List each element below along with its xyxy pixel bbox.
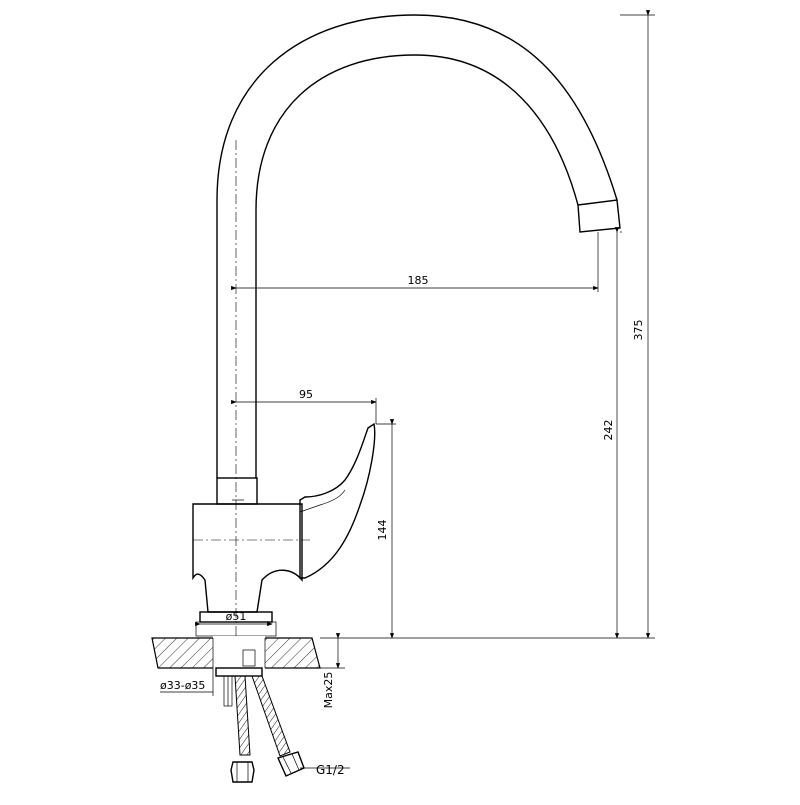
label-handle-reach: 95 (299, 388, 313, 401)
label-hole-diameter: ø33-ø35 (160, 679, 205, 692)
label-spout-reach: 185 (408, 274, 429, 287)
label-thread: G1/2 (316, 763, 345, 777)
handle-detail (299, 489, 346, 513)
label-total-height: 375 (632, 320, 645, 341)
spout (216, 14, 621, 640)
hose-nut-left (230, 761, 255, 783)
label-counter-thickness: Max25 (322, 672, 335, 709)
stud-nut (242, 649, 256, 667)
handle-contour (299, 422, 376, 579)
spout-inner-contour (255, 54, 579, 478)
dimension-lines (160, 10, 655, 769)
dimension-labels: 375 242 185 95 144 ø51 ø33-ø35 Max25 G1/… (160, 274, 645, 777)
countertop-section (151, 636, 321, 670)
supply-hoses (230, 675, 305, 783)
aerator (577, 199, 621, 233)
label-spout-height: 242 (602, 420, 615, 441)
label-base-diameter: ø51 (226, 610, 247, 623)
lever-handle (299, 422, 376, 579)
body-block (192, 503, 303, 613)
hose-right (251, 675, 291, 757)
spout-outer-contour (216, 14, 618, 478)
label-handle-height: 144 (376, 520, 389, 541)
hose-left (234, 675, 251, 756)
faucet-body (192, 477, 310, 637)
